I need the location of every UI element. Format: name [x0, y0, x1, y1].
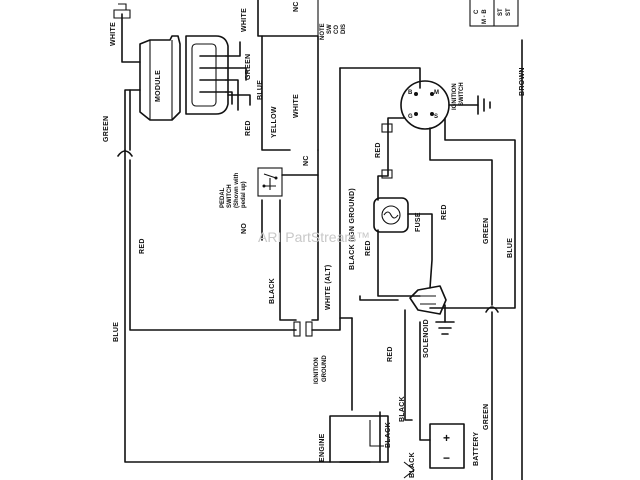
wire-red-fuse: [407, 213, 433, 289]
fuse-label: FUSE: [415, 212, 422, 232]
ignition-switch-label-2: SWITCH: [459, 82, 465, 106]
label-brown: BROWN: [519, 67, 526, 96]
fuse: FUSE: [373, 197, 422, 233]
label-ignition-ground-2: GROUND: [322, 355, 328, 382]
legend-box: C M - B ST ST: [469, 0, 519, 27]
label-white-top: WHITE: [110, 22, 117, 46]
label-black-ign-ground: BLACK (IGN GROUND): [349, 188, 356, 270]
inline-connector: [293, 321, 313, 337]
label-red-module: RED: [245, 120, 252, 136]
label-white-alt: WHITE (ALT): [325, 264, 332, 310]
engine: ENGINE: [319, 415, 389, 463]
battery-label: BATTERY: [473, 432, 480, 466]
legend-st-2: ST: [506, 8, 512, 16]
label-yellow: YELLOW: [271, 106, 278, 138]
pedal-switch-label-3: (Shown with: [234, 172, 240, 208]
pedal-switch-label-1: PEDAL: [220, 187, 226, 208]
label-red-solenoid: RED: [387, 346, 394, 362]
wires: [117, 0, 523, 480]
legend-c: C: [474, 9, 480, 14]
wire-red-left: [129, 89, 297, 331]
engine-label: ENGINE: [319, 433, 326, 462]
label-red-fuse: RED: [441, 204, 448, 220]
watermark: ARI PartStream™: [258, 229, 370, 245]
wire-blue-right: [429, 117, 516, 309]
module-plug: [185, 35, 247, 115]
notes-box: NOTE SW CO DIS: [317, 0, 347, 40]
legend-mb: M - B: [482, 9, 488, 24]
label-red-ignition: RED: [375, 142, 382, 158]
wire-module-bottom: [124, 89, 141, 151]
label-black-battery: BLACK: [399, 396, 406, 422]
note-line-1: NOTE: [320, 23, 326, 40]
label-black-bottom: BLACK: [409, 452, 416, 478]
pedal-switch-label-2: SWITCH: [227, 184, 233, 208]
battery-plus: +: [443, 431, 450, 445]
label-nc-top: NC: [293, 1, 300, 12]
fuse-holder: [381, 123, 393, 179]
wire-red-solenoid: [404, 309, 413, 421]
ignition-switch-label-1: IGNITION: [452, 83, 458, 110]
ground-symbol-solenoid: [435, 304, 455, 335]
label-no-switch: NO: [241, 223, 248, 234]
label-red-solenoid-upper: RED: [365, 240, 372, 256]
switch-terminal-m: M: [434, 90, 439, 96]
switch-terminal-g: G: [408, 114, 413, 120]
switch-terminal-s: S: [434, 114, 438, 120]
label-green-left: GREEN: [103, 116, 110, 142]
wire-black-switch: [279, 199, 297, 321]
ground-symbol-switch: [448, 95, 491, 115]
label-nc-switch: NC: [303, 155, 310, 166]
solenoid: SOLENOID: [409, 285, 447, 358]
wire-labels: WHITE WHITE GREEN BLUE RED YELLOW WHITE …: [103, 1, 526, 478]
bottom-connector: [403, 461, 415, 479]
label-green-right: GREEN: [483, 218, 490, 244]
label-green-module: GREEN: [245, 54, 252, 80]
top-connector: [113, 3, 131, 19]
note-line-4: DIS: [341, 24, 347, 34]
wire-white-harness: [257, 0, 319, 151]
wire-white-top: [121, 13, 141, 63]
solenoid-label: SOLENOID: [423, 319, 430, 358]
label-blue-left: BLUE: [113, 322, 120, 342]
switch-terminal-b: B: [408, 90, 413, 96]
wire-black-solenoid: [419, 321, 431, 441]
label-red-left: RED: [139, 238, 146, 254]
wire-blue-plug: [227, 94, 251, 106]
legend-st-1: ST: [498, 8, 504, 16]
wire-green-left: [124, 149, 331, 463]
battery-minus: −: [443, 451, 450, 465]
module: MODULE: [139, 35, 181, 121]
wire-green-right: [429, 127, 493, 306]
battery: + − BATTERY: [429, 423, 480, 469]
label-black-engine: BLACK: [385, 422, 392, 448]
module-label: MODULE: [155, 70, 162, 102]
wire-yellow: [261, 35, 291, 151]
wire-red-ignition: [377, 117, 406, 201]
pedal-switch-label-4: pedal up): [241, 181, 247, 208]
label-blue-right: BLUE: [507, 238, 514, 258]
label-blue-module: BLUE: [257, 80, 264, 100]
label-green-bottom: GREEN: [483, 404, 490, 430]
wire-white-alt: [311, 149, 319, 321]
pedal-switch: PEDAL SWITCH (Shown with pedal up): [220, 167, 283, 208]
label-white-module: WHITE: [241, 8, 248, 32]
note-line-3: CO: [334, 25, 340, 34]
note-line-2: SW: [327, 24, 333, 34]
label-black-switch: BLACK: [269, 278, 276, 304]
label-ignition-ground-1: IGNITION: [314, 357, 320, 384]
label-white-right: WHITE: [293, 94, 300, 118]
